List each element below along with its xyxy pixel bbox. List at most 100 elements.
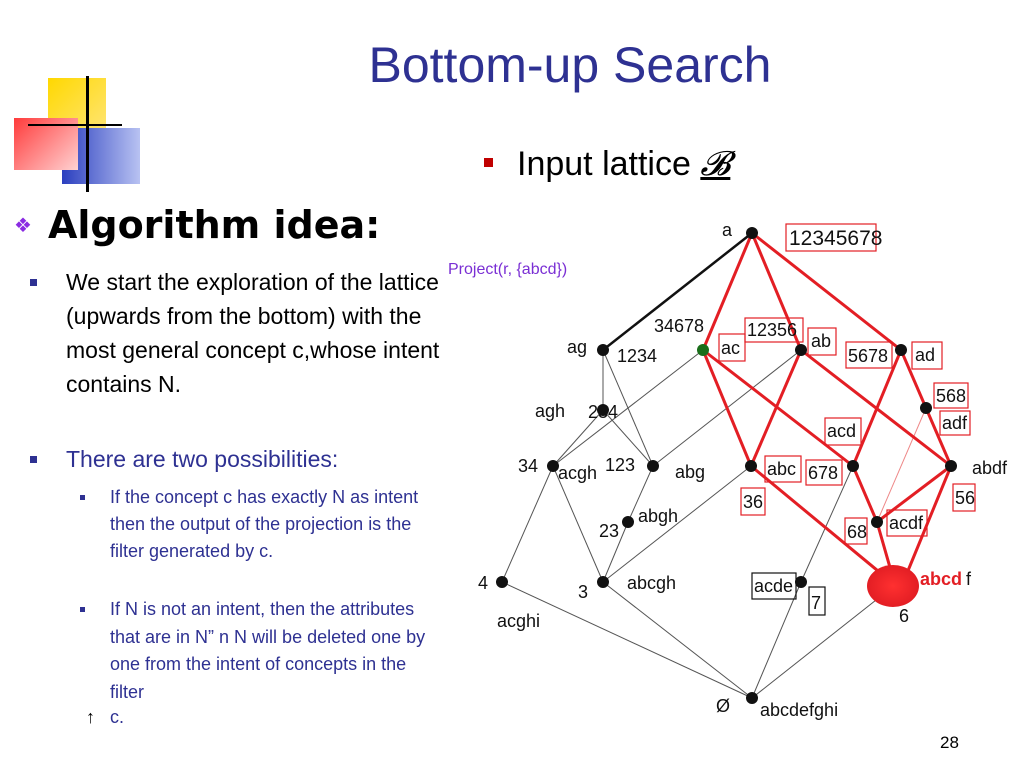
label-568: 568 bbox=[936, 386, 966, 406]
label-ag: ag bbox=[567, 337, 587, 357]
edge bbox=[751, 581, 802, 699]
bullet-text: There are two possibilities: bbox=[66, 446, 339, 472]
lattice-edges-gray bbox=[501, 349, 896, 699]
edge bbox=[602, 581, 753, 699]
square-bullet-icon bbox=[80, 495, 85, 500]
label-empty-set: Ø bbox=[716, 696, 730, 716]
node-abdf bbox=[945, 460, 957, 472]
label-ad: ad bbox=[915, 345, 935, 365]
node-abcgh bbox=[597, 576, 609, 588]
label-acghi: acghi bbox=[497, 611, 540, 631]
label-6: 6 bbox=[899, 606, 909, 626]
sub-bullet-item: If N is not an intent, then the attribut… bbox=[80, 596, 435, 727]
box-ab bbox=[807, 327, 837, 356]
edge-thin-red bbox=[876, 407, 927, 523]
label-34678: 34678 bbox=[654, 316, 704, 336]
node-acghi bbox=[496, 576, 508, 588]
square-bullet-icon bbox=[30, 456, 37, 463]
label-abcdefghi: abcdefghi bbox=[760, 700, 838, 720]
edge bbox=[552, 465, 604, 583]
project-label: Project(r, {abcd}) bbox=[448, 261, 567, 278]
bullet-item: There are two possibilities: bbox=[30, 444, 440, 474]
edge bbox=[750, 464, 896, 587]
label-acdf: acdf bbox=[889, 513, 924, 533]
box-acd bbox=[824, 417, 862, 446]
label-ab: ab bbox=[811, 331, 831, 351]
box-68 bbox=[844, 517, 868, 545]
box-ac bbox=[718, 333, 746, 362]
edge bbox=[501, 581, 753, 699]
edge bbox=[602, 465, 752, 583]
bullet-item: We start the exploration of the lattice … bbox=[30, 265, 440, 401]
node-acgh bbox=[547, 460, 559, 472]
label-abcgh: abcgh bbox=[627, 573, 676, 593]
edge bbox=[750, 232, 803, 351]
node-acdf bbox=[871, 516, 883, 528]
label-5678: 5678 bbox=[848, 346, 888, 366]
lattice-nodes bbox=[496, 227, 957, 704]
page-title: Bottom-up Search bbox=[368, 37, 772, 93]
square-bullet-icon bbox=[30, 279, 37, 286]
diamond-bullet-icon: ❖ bbox=[14, 213, 32, 237]
edge bbox=[751, 231, 902, 352]
box-36 bbox=[740, 487, 766, 516]
input-lattice-label: Input lattice bbox=[517, 145, 691, 183]
bullet-text: We start the exploration of the lattice … bbox=[66, 269, 440, 397]
square-bullet-icon bbox=[484, 158, 493, 167]
label-4: 4 bbox=[478, 573, 488, 593]
lattice-labels: a 12345678 34678 ag 1234 ac 12356 ab 567… bbox=[478, 220, 1008, 720]
box-abc bbox=[764, 455, 802, 483]
node-adf bbox=[920, 402, 932, 414]
square-bullet-icon bbox=[80, 607, 85, 612]
box-acdf bbox=[886, 509, 928, 537]
box-ad bbox=[911, 341, 943, 370]
edge bbox=[702, 348, 854, 468]
node-ac bbox=[697, 344, 709, 356]
node-ag bbox=[597, 344, 609, 356]
edge bbox=[749, 349, 803, 467]
box-adf bbox=[939, 410, 971, 436]
node-ab bbox=[795, 344, 807, 356]
label-234: 234 bbox=[588, 402, 618, 422]
sub-bullet-item: If the concept c has exactly N as intent… bbox=[80, 484, 430, 565]
edge bbox=[903, 465, 953, 579]
box-678 bbox=[805, 459, 843, 486]
input-lattice-heading: Input lattice 𝓑 bbox=[484, 144, 730, 184]
edge-projection-black bbox=[602, 232, 753, 351]
edge bbox=[602, 521, 629, 583]
node-bottom bbox=[746, 692, 758, 704]
label-abc: abc bbox=[767, 459, 796, 479]
label-12356: 12356 bbox=[747, 320, 797, 340]
label-23: 23 bbox=[599, 521, 619, 541]
label-68: 68 bbox=[847, 522, 867, 542]
edge bbox=[924, 407, 953, 467]
edge bbox=[552, 409, 604, 467]
node-a bbox=[746, 227, 758, 239]
label-f: f bbox=[966, 569, 972, 589]
box-7 bbox=[808, 586, 826, 616]
box-568 bbox=[933, 382, 969, 409]
label-acd: acd bbox=[827, 421, 856, 441]
deco-vertical-line bbox=[86, 76, 89, 192]
label-abgh: abgh bbox=[638, 506, 678, 526]
label-acgh: acgh bbox=[558, 463, 597, 483]
edge bbox=[851, 349, 903, 467]
label-abg: abg bbox=[675, 462, 705, 482]
label-123: 123 bbox=[605, 455, 635, 475]
box-12345678 bbox=[785, 223, 877, 252]
node-abg bbox=[647, 460, 659, 472]
label-7: 7 bbox=[811, 593, 821, 613]
label-678: 678 bbox=[808, 463, 838, 483]
edge bbox=[552, 349, 704, 467]
edge bbox=[602, 409, 654, 467]
algorithm-heading: ❖Algorithm idea: bbox=[14, 203, 380, 247]
box-acde bbox=[751, 572, 797, 600]
edge bbox=[701, 232, 754, 351]
edge bbox=[800, 465, 854, 583]
node-abcdf-highlight bbox=[867, 565, 919, 607]
label-3: 3 bbox=[578, 582, 588, 602]
label-abdf: abdf bbox=[972, 458, 1008, 478]
lattice-edges-red bbox=[701, 231, 953, 587]
label-1234: 1234 bbox=[617, 346, 657, 366]
node-acd bbox=[847, 460, 859, 472]
